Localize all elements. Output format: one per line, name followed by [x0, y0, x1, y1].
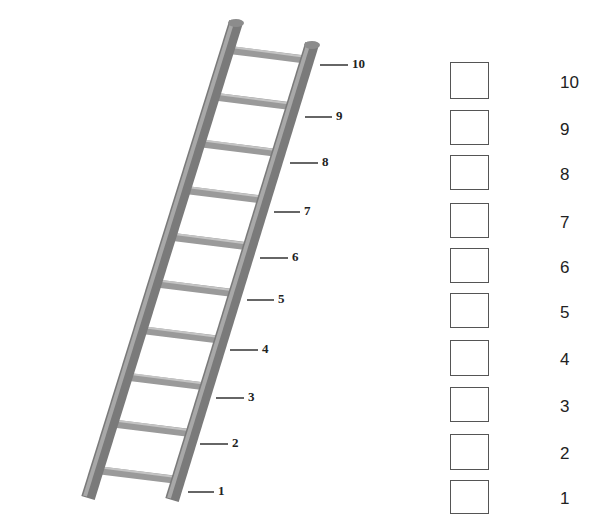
left-rail [88, 22, 236, 498]
tick-line [320, 64, 348, 66]
rung-highlight [98, 467, 176, 477]
tick-line [200, 443, 228, 445]
rail-top [228, 19, 244, 27]
box-number: 6 [560, 258, 569, 278]
tick-line [305, 116, 332, 118]
rung-highlight [156, 280, 233, 290]
rung-highlight [113, 420, 190, 430]
rung-highlight [214, 93, 290, 103]
answer-box: 5 [450, 293, 590, 328]
empty-box [450, 293, 489, 328]
ladder-rails [85, 19, 320, 500]
answer-box: 10 [450, 62, 590, 99]
box-number: 8 [560, 165, 569, 185]
empty-box [450, 340, 489, 376]
step-number: 7 [304, 204, 311, 218]
tick-line [290, 162, 318, 164]
tick-line [230, 349, 258, 351]
empty-box [450, 434, 489, 470]
left-rail-highlight [85, 20, 233, 496]
rung-highlight [200, 140, 276, 150]
tick-line [247, 299, 274, 301]
answer-box: 6 [450, 248, 590, 283]
rail-top [304, 41, 320, 49]
rung-highlight [142, 327, 219, 337]
answer-box: 7 [450, 203, 590, 238]
box-number: 9 [560, 120, 569, 140]
rung-highlight [229, 47, 305, 57]
box-number: 4 [560, 350, 569, 370]
right-rail [172, 44, 312, 500]
empty-box [450, 248, 489, 283]
empty-box [450, 155, 489, 190]
step-number: 5 [278, 292, 285, 306]
rung-highlight [127, 374, 204, 384]
answer-box: 8 [450, 155, 590, 190]
step-number: 6 [292, 250, 299, 264]
rung-highlight [185, 187, 262, 197]
box-number: 2 [560, 444, 569, 464]
answer-box: 4 [450, 340, 590, 376]
step-number: 8 [322, 155, 329, 169]
box-number: 7 [560, 213, 569, 233]
tick-lines [188, 65, 348, 492]
right-rail-highlight [169, 42, 309, 498]
box-number: 1 [560, 489, 569, 509]
empty-box [450, 62, 489, 99]
step-number: 4 [262, 342, 269, 356]
tick-line [188, 491, 214, 493]
tick-line [216, 397, 244, 399]
empty-box [450, 480, 489, 514]
empty-box [450, 203, 489, 238]
rung-highlight [171, 234, 247, 244]
step-number: 1 [218, 484, 225, 498]
step-number: 10 [352, 57, 365, 71]
answer-box: 1 [450, 480, 590, 514]
answer-box: 9 [450, 110, 590, 145]
box-number: 3 [560, 397, 569, 417]
tick-line [274, 211, 300, 213]
empty-box [450, 110, 489, 145]
step-number: 9 [336, 109, 343, 123]
step-number: 2 [232, 436, 239, 450]
answer-box: 3 [450, 387, 590, 422]
tick-line [260, 257, 288, 259]
answer-box: 2 [450, 434, 590, 470]
box-number: 5 [560, 303, 569, 323]
box-number: 10 [560, 73, 579, 93]
empty-box [450, 387, 489, 422]
step-number: 3 [248, 390, 255, 404]
